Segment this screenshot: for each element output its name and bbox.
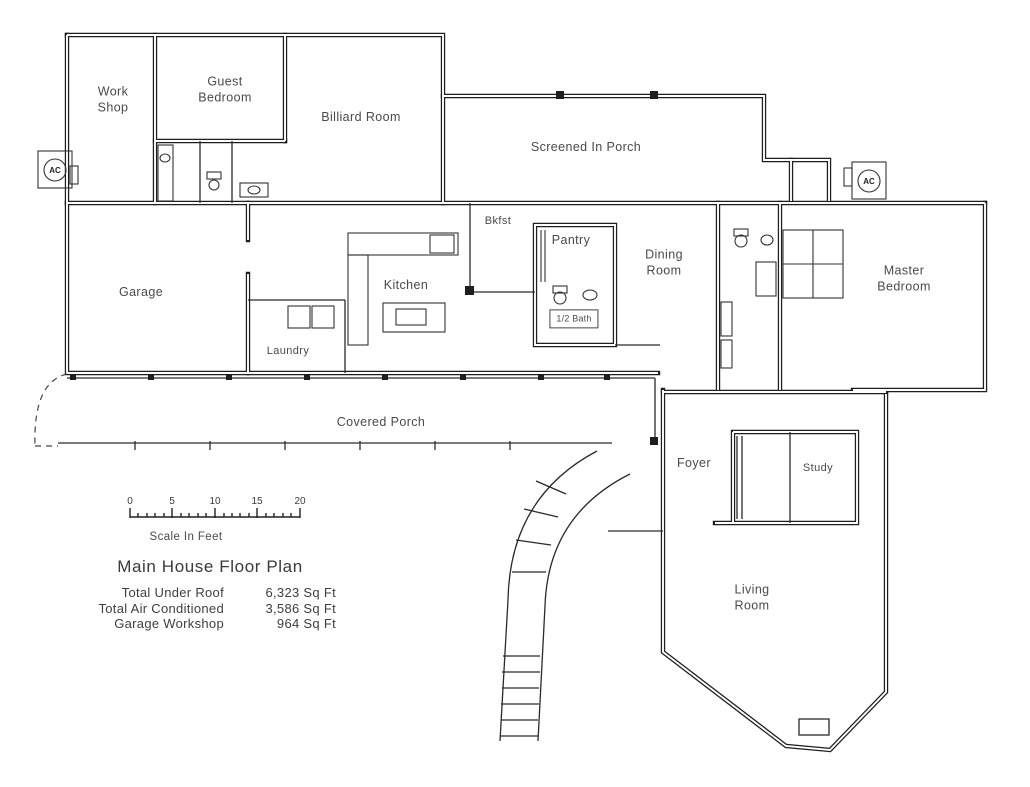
stat-label: Total Air Conditioned: [98, 600, 224, 616]
dashed-porch-edge: [34, 373, 68, 447]
ac-label-left: AC: [49, 166, 61, 175]
room-label-half-bath: 1/2 Bath: [549, 309, 599, 329]
interior-walls: [58, 141, 830, 742]
room-label-study: Study: [802, 462, 834, 475]
stat-label: Garage Workshop: [114, 616, 224, 631]
scale-tick-10: 10: [209, 496, 221, 507]
room-label-garage: Garage: [118, 285, 164, 300]
room-label-guest-bedroom: Guest Bedroom: [198, 74, 252, 104]
room-label-laundry: Laundry: [266, 345, 310, 358]
stat-row-air-conditioned: Total Air Conditioned 3,586 Sq Ft: [40, 601, 336, 617]
room-label-dining-room: Dining Room: [645, 247, 683, 277]
room-label-master-bedroom: Master Bedroom: [877, 263, 931, 293]
ac-unit-left: AC: [37, 150, 79, 189]
room-label-bkfst: Bkfst: [484, 215, 512, 228]
scale-bar: 0 5 10 15 20: [127, 496, 306, 518]
porch-posts: [70, 91, 658, 445]
room-label-kitchen: Kitchen: [383, 278, 429, 293]
room-label-screened-porch: Screened In Porch: [530, 140, 642, 155]
room-label-covered-porch: Covered Porch: [336, 415, 426, 430]
area-stats: Total Under Roof 6,323 Sq Ft Total Air C…: [40, 585, 336, 632]
scale-caption: Scale In Feet: [149, 531, 223, 543]
room-label-pantry: Pantry: [551, 233, 591, 248]
scale-tick-20: 20: [294, 496, 306, 507]
stat-value: 6,323 Sq Ft: [265, 585, 336, 600]
stat-row-under-roof: Total Under Roof 6,323 Sq Ft: [40, 585, 336, 601]
ac-unit-right: AC: [843, 161, 887, 200]
stat-label: Total Under Roof: [121, 585, 224, 600]
scale-tick-0: 0: [127, 496, 133, 507]
fixtures: [157, 144, 844, 369]
stat-row-garage-workshop: Garage Workshop 964 Sq Ft: [40, 616, 336, 632]
room-label-foyer: Foyer: [677, 456, 711, 471]
scale-tick-15: 15: [251, 496, 263, 507]
scale-tick-5: 5: [169, 496, 175, 507]
stat-value: 964 Sq Ft: [276, 616, 336, 631]
room-label-work-shop: Work Shop: [97, 84, 129, 114]
stat-value: 3,586 Sq Ft: [265, 600, 336, 616]
room-label-living-room: Living Room: [734, 582, 770, 612]
room-label-billiard-room: Billiard Room: [321, 110, 401, 125]
ac-label-right: AC: [863, 177, 875, 186]
plan-title: Main House Floor Plan: [117, 557, 303, 576]
